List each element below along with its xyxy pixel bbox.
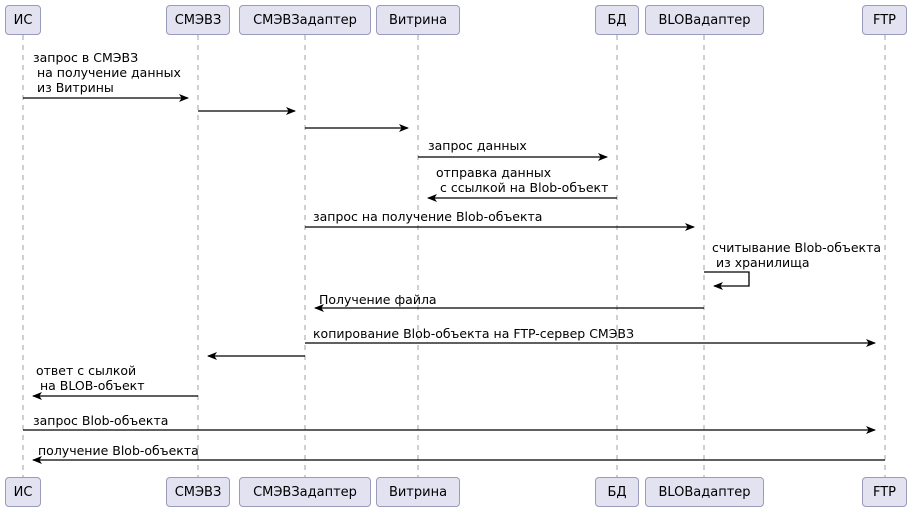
message-label-m7: считывание Blob-объекта из хранилища xyxy=(712,240,881,270)
participant-label: СМЭВЗадаптер xyxy=(253,484,357,500)
message-label-line: из хранилища xyxy=(712,255,810,270)
message-label-line: отправка данных xyxy=(436,165,552,180)
message-label-line: на BLOB-объект xyxy=(36,378,145,393)
message-label-line: с ссылкой на Blob-объект xyxy=(436,180,609,195)
participant-smev3-top[interactable]: СМЭВЗ xyxy=(166,5,230,35)
participant-label: Витрина xyxy=(388,484,448,500)
message-label-m5: отправка данных с ссылкой на Blob-объект xyxy=(436,165,608,195)
participant-ftp-top[interactable]: FTP xyxy=(862,5,907,35)
message-label-m6: запрос на получение Blob-объекта xyxy=(313,209,542,224)
participant-vitrina-top[interactable]: Витрина xyxy=(376,5,460,35)
message-label-m4: запрос данных xyxy=(428,138,527,153)
participant-label: ИС xyxy=(13,484,33,500)
participant-adapter-top[interactable]: СМЭВЗадаптер xyxy=(239,5,371,35)
message-label-line: запрос данных xyxy=(428,138,527,153)
participant-is-top[interactable]: ИС xyxy=(5,5,41,35)
participant-label: СМЭВЗ xyxy=(174,484,222,500)
participant-label: ИС xyxy=(13,12,33,28)
participant-label: СМЭВЗадаптер xyxy=(253,12,357,28)
message-label-line: запрос на получение Blob-объекта xyxy=(313,209,543,224)
message-label-line: получение Blob-объекта xyxy=(38,443,199,458)
message-label-line: копирование Blob-объекта на FTP-сервер С… xyxy=(313,326,635,341)
message-arrow-m7 xyxy=(704,271,750,290)
participant-label: BLOBадаптер xyxy=(658,12,751,28)
participant-is-bottom[interactable]: ИС xyxy=(5,477,41,507)
participant-blob-top[interactable]: BLOBадаптер xyxy=(645,5,764,35)
participant-ftp-bottom[interactable]: FTP xyxy=(862,477,907,507)
participant-bd-top[interactable]: БД xyxy=(595,5,639,35)
participant-label: СМЭВЗ xyxy=(174,12,222,28)
message-label-line: Получение файла xyxy=(319,292,437,307)
message-label-m11: ответ с сылкой на BLOB-объект xyxy=(36,363,145,393)
message-label-m13: получение Blob-объекта xyxy=(38,443,199,458)
participant-label: BLOBадаптер xyxy=(658,484,751,500)
message-label-m9: копирование Blob-объекта на FTP-сервер С… xyxy=(313,326,634,341)
message-label-line: запрос в СМЭВЗ xyxy=(33,50,139,65)
participant-label: БД xyxy=(607,484,627,500)
participant-bd-bottom[interactable]: БД xyxy=(595,477,639,507)
lifelines-group xyxy=(22,35,886,477)
participant-label: БД xyxy=(607,12,627,28)
participant-label: FTP xyxy=(872,12,897,28)
participant-label: Витрина xyxy=(388,12,448,28)
message-label-m1: запрос в СМЭВЗ на получение данных из Ви… xyxy=(33,50,181,95)
participant-blob-bottom[interactable]: BLOBадаптер xyxy=(645,477,764,507)
message-label-line: на получение данных xyxy=(33,65,181,80)
message-label-m12: запрос Blob-объекта xyxy=(33,413,168,428)
participant-adapter-bottom[interactable]: СМЭВЗадаптер xyxy=(239,477,371,507)
messages-group xyxy=(23,94,885,464)
participant-label: FTP xyxy=(872,484,897,500)
message-label-m8: Получение файла xyxy=(319,292,437,307)
participant-vitrina-bottom[interactable]: Витрина xyxy=(376,477,460,507)
message-label-line: ответ с сылкой xyxy=(36,363,137,378)
message-label-line: запрос Blob-объекта xyxy=(33,413,169,428)
message-label-line: из Витрины xyxy=(33,80,114,95)
participant-smev3-bottom[interactable]: СМЭВЗ xyxy=(166,477,230,507)
message-label-line: считывание Blob-объекта xyxy=(712,240,882,255)
